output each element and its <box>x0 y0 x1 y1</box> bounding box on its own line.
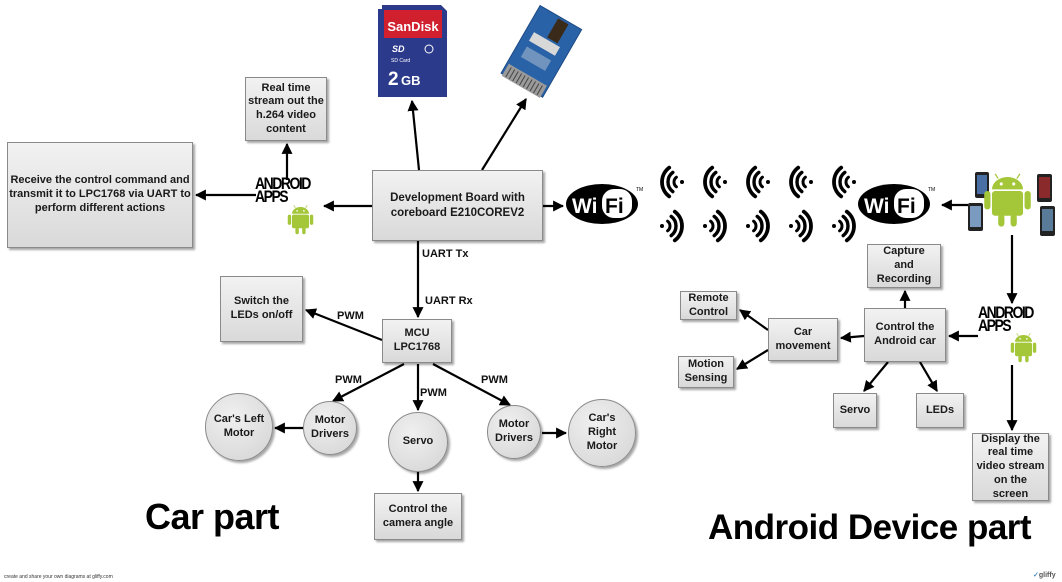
android-apps-label-1: ANDROID <box>255 173 311 193</box>
arrow-control-to-movement <box>839 331 865 343</box>
wifi-icon: Wi Fi TM <box>566 184 643 224</box>
left-motor-drivers-circle: Motor Drivers <box>303 401 357 455</box>
servo-android-text: Servo <box>839 403 871 416</box>
arrow-control-to-leds <box>919 361 938 392</box>
sd-card-unit: GB <box>401 73 421 88</box>
control-android-car-text: Control the Android car <box>874 321 936 347</box>
motion-sensing-box: Motion Sensing <box>678 356 734 388</box>
arrow-movement-to-motion <box>736 349 769 370</box>
leds-text: LEDs <box>925 403 955 416</box>
right-motor-drivers-text: Motor Drivers <box>495 418 533 444</box>
wifi-icon: Wi Fi TM <box>858 184 935 224</box>
wifi-right-wi: Wi <box>864 195 889 218</box>
wifi-left-wi: Wi <box>572 195 597 218</box>
android-robot-icon <box>984 173 1031 227</box>
wave-signal-icon <box>746 209 770 243</box>
display-stream-text: Display the real time video stream on th… <box>976 432 1045 500</box>
camera-module-image <box>500 4 583 98</box>
svg-text:SD: SD <box>392 44 405 54</box>
android-part-title: Android Device part <box>708 508 1032 547</box>
wave-signal-icon <box>746 165 770 199</box>
car-movement-box: Car movement <box>768 318 838 361</box>
wireless-waves <box>660 165 856 243</box>
servo-circle-car: Servo <box>388 412 448 472</box>
display-stream-box: Display the real time video stream on th… <box>972 433 1049 501</box>
receive-command-box: Receive the control command and transmit… <box>7 142 193 248</box>
arrow-control-to-servo <box>863 361 889 392</box>
servo-car-text: Servo <box>402 435 434 448</box>
leds-box: LEDs <box>916 393 964 428</box>
car-part-title: Car part <box>145 496 280 537</box>
android-apps-right: ANDROID APPS <box>978 302 1048 367</box>
arrow-mcu-to-left-drivers <box>332 363 405 402</box>
sd-card-brand: SanDisk <box>387 19 439 34</box>
sd-card-capacity: 2 <box>388 69 399 90</box>
development-board-box: Development Board with coreboard E210COR… <box>372 170 543 241</box>
arrow-mcu-to-leds <box>304 308 383 342</box>
right-motor-circle: Car's Right Motor <box>568 399 636 467</box>
servo-box-android: Servo <box>833 393 877 428</box>
wave-signal-icon <box>789 165 813 199</box>
arrow-devboard-to-sd <box>407 99 421 171</box>
realtime-stream-text: Real time stream out the h.264 video con… <box>248 81 324 135</box>
wave-signal-icon <box>703 165 727 199</box>
android-apps-label-2: APPS <box>255 186 289 206</box>
pwm-label-servo: PWM <box>420 387 447 399</box>
receive-command-text: Receive the control command and transmit… <box>9 174 191 214</box>
capture-recording-box: Capture and Recording <box>867 244 941 288</box>
left-motor-circle: Car's Left Motor <box>205 393 273 461</box>
wifi-logo-left: Wi Fi TM <box>566 183 646 230</box>
wave-signal-icon <box>660 209 684 243</box>
gliffy-check-icon: ✓ <box>1033 572 1039 579</box>
wave-signal-icon <box>660 165 684 199</box>
wave-signal-icon <box>789 209 813 243</box>
android-phones-image <box>968 172 1055 236</box>
wave-signal-icon <box>703 209 727 243</box>
remote-control-text: Remote Control <box>688 291 729 318</box>
camera-angle-text: Control the camera angle <box>382 502 454 529</box>
pwm-label-left: PWM <box>335 374 362 386</box>
sd-card-image: SanDisk SD SD Card 2 GB <box>378 5 447 97</box>
gliffy-credit: create and share your own diagrams at gl… <box>4 574 113 580</box>
left-motor-drivers-text: Motor Drivers <box>311 414 349 440</box>
uart-rx-label: UART Rx <box>425 295 473 307</box>
wifi-right-fi: Fi <box>897 195 916 218</box>
gliffy-logo: ✓gliffy <box>1033 571 1056 579</box>
android-robot-icon <box>1010 333 1037 363</box>
capture-recording-text: Capture and Recording <box>876 245 932 285</box>
uart-tx-label: UART Tx <box>422 248 469 260</box>
remote-control-box: Remote Control <box>680 291 737 320</box>
arrow-devboard-to-camera <box>481 98 527 171</box>
android-apps-left: ANDROID APPS <box>255 173 325 238</box>
gliffy-logo-text: gliffy <box>1038 572 1056 579</box>
motion-sensing-text: Motion Sensing <box>684 358 728 384</box>
android-apps-label-1: ANDROID <box>978 302 1034 322</box>
wifi-right-tm: TM <box>928 187 935 193</box>
control-android-car-box: Control the Android car <box>864 308 946 362</box>
pwm-label-leds: PWM <box>337 310 364 322</box>
wifi-logo-right: Wi Fi TM <box>858 183 938 230</box>
switch-leds-box: Switch the LEDs on/off <box>220 276 303 342</box>
wifi-left-fi: Fi <box>605 195 624 218</box>
pwm-label-right: PWM <box>481 374 508 386</box>
car-movement-text: Car movement <box>775 325 831 352</box>
android-apps-label-2: APPS <box>978 315 1012 335</box>
android-robot-icon <box>287 205 314 235</box>
right-motor-text: Car's Right Motor <box>586 412 618 452</box>
development-board-text: Development Board with coreboard E210COR… <box>390 192 525 219</box>
right-motor-drivers-circle: Motor Drivers <box>487 405 541 459</box>
sd-card-type: SD Card <box>391 58 410 64</box>
arrow-movement-to-remote <box>739 309 769 331</box>
left-motor-text: Car's Left Motor <box>213 413 265 439</box>
wave-signal-icon <box>832 209 856 243</box>
realtime-stream-box: Real time stream out the h.264 video con… <box>245 77 327 141</box>
switch-leds-text: Switch the LEDs on/off <box>230 295 293 321</box>
mcu-box: MCU LPC1768 <box>382 319 452 363</box>
camera-angle-box: Control the camera angle <box>374 493 462 540</box>
mcu-text: MCU LPC1768 <box>393 327 441 353</box>
arrow-mcu-to-right-drivers <box>432 363 511 406</box>
wave-signal-icon <box>832 165 856 199</box>
wifi-left-tm: TM <box>636 187 643 193</box>
